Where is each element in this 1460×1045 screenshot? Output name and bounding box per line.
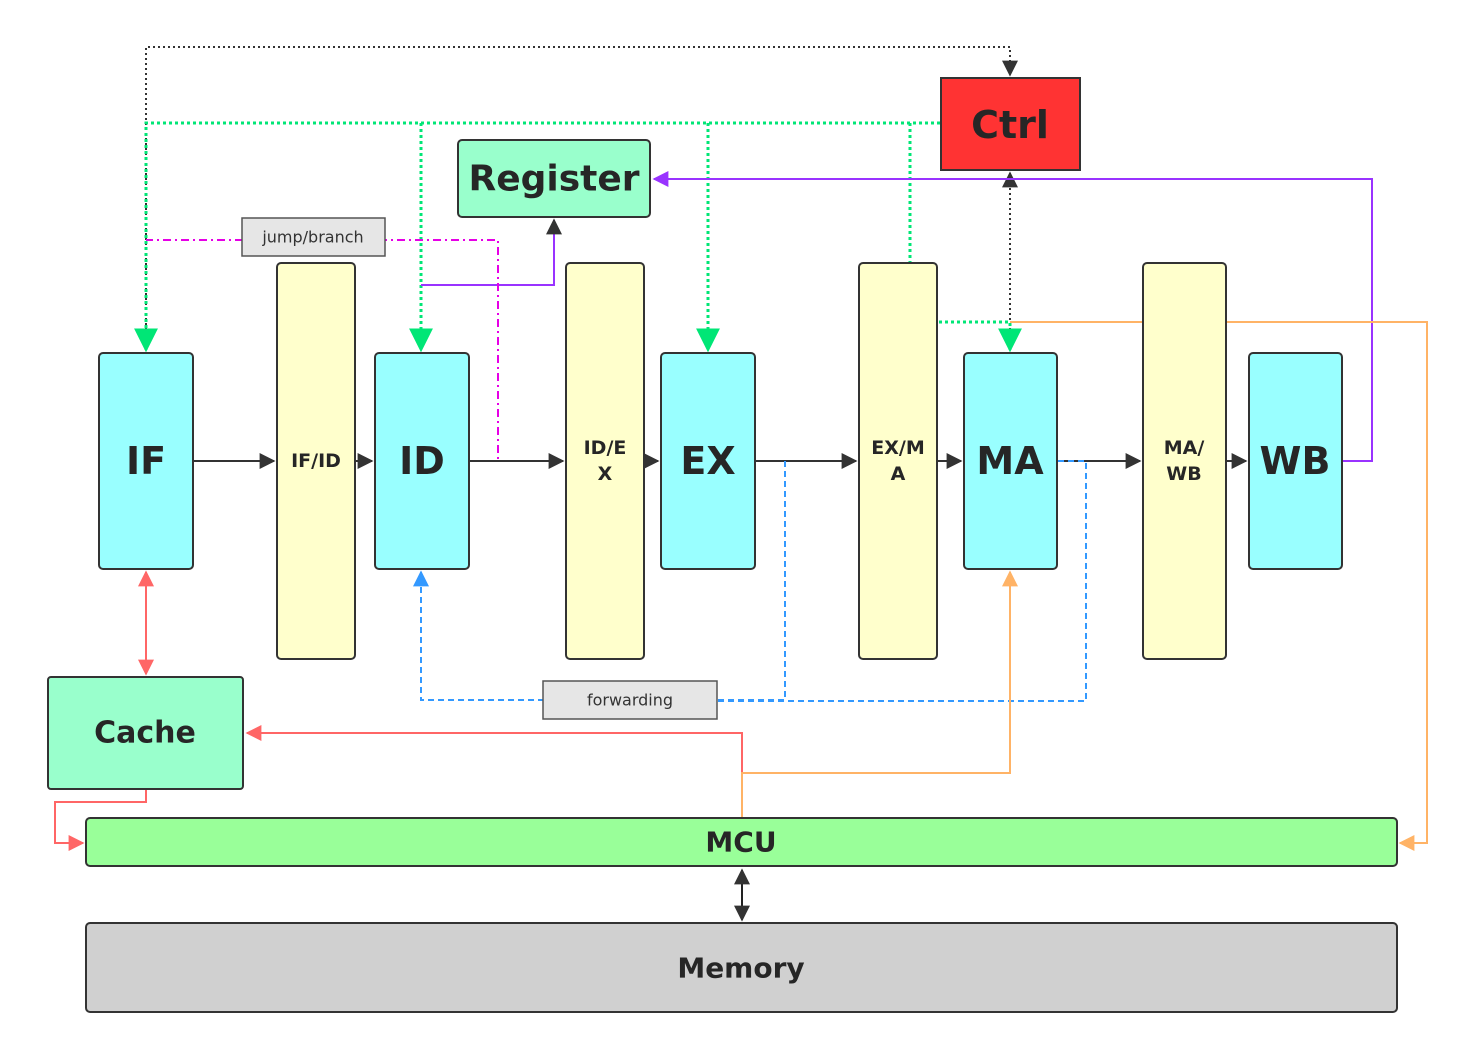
wb-register-writeback-line [652, 171, 1373, 462]
if-id-label: IF/ID [291, 450, 341, 472]
ctrl-label: Ctrl [971, 103, 1049, 147]
if-stage[interactable]: IF [98, 352, 194, 570]
ma-wb-label-line1: MA/ [1164, 437, 1205, 459]
memory-label: Memory [677, 952, 804, 985]
ma-wb-label-line2: WB [1166, 463, 1201, 485]
ex-label: EX [680, 439, 735, 483]
id-ex-register[interactable]: ID/E X [565, 262, 645, 660]
ctrl-line-to-ma [908, 123, 1022, 353]
tags: jump/branch forwarding [241, 217, 718, 720]
id-label: ID [399, 439, 445, 483]
forwarding-tag: forwarding [542, 680, 718, 720]
jump-branch-tag: jump/branch [241, 217, 386, 257]
ctrl-line-to-if [134, 121, 940, 353]
id-stage[interactable]: ID [374, 352, 470, 570]
register-label: Register [468, 159, 639, 200]
mcu-to-cache-line [245, 725, 743, 817]
ma-label: MA [976, 439, 1044, 483]
ex-ma-label-line2: A [891, 463, 906, 485]
cache-block[interactable]: Cache [47, 676, 244, 790]
ex-stage[interactable]: EX [660, 352, 756, 570]
wb-stage[interactable]: WB [1248, 352, 1343, 570]
blocks: Ctrl Register IF IF/ID ID ID/E X [47, 77, 1398, 1013]
ex-ma-label-line1: EX/M [871, 437, 924, 459]
ctrl-block[interactable]: Ctrl [940, 77, 1081, 171]
memory-block[interactable]: Memory [85, 922, 1398, 1013]
if-label: IF [126, 439, 166, 483]
register-block[interactable]: Register [457, 139, 651, 218]
if-ctrl-dotted-link [138, 46, 1018, 352]
ma-stage[interactable]: MA [963, 352, 1058, 570]
cache-label: Cache [94, 716, 196, 751]
forwarding-text: forwarding [587, 691, 673, 710]
id-register-read-line [421, 218, 562, 286]
mcu-block[interactable]: MCU [85, 817, 1398, 867]
id-ex-label-line1: ID/E [584, 437, 627, 459]
mcu-to-ma-line [741, 570, 1018, 817]
mcu-label: MCU [705, 826, 776, 859]
wb-label: WB [1260, 439, 1331, 483]
cache-to-mcu-line [54, 790, 147, 851]
if-id-register[interactable]: IF/ID [276, 262, 356, 660]
forwarding-from-ma [716, 460, 1087, 702]
id-ex-label-line2: X [598, 463, 613, 485]
jump-branch-text: jump/branch [261, 228, 363, 247]
ex-ma-register[interactable]: EX/M A [858, 262, 938, 660]
ma-wb-register[interactable]: MA/ WB [1142, 262, 1227, 660]
